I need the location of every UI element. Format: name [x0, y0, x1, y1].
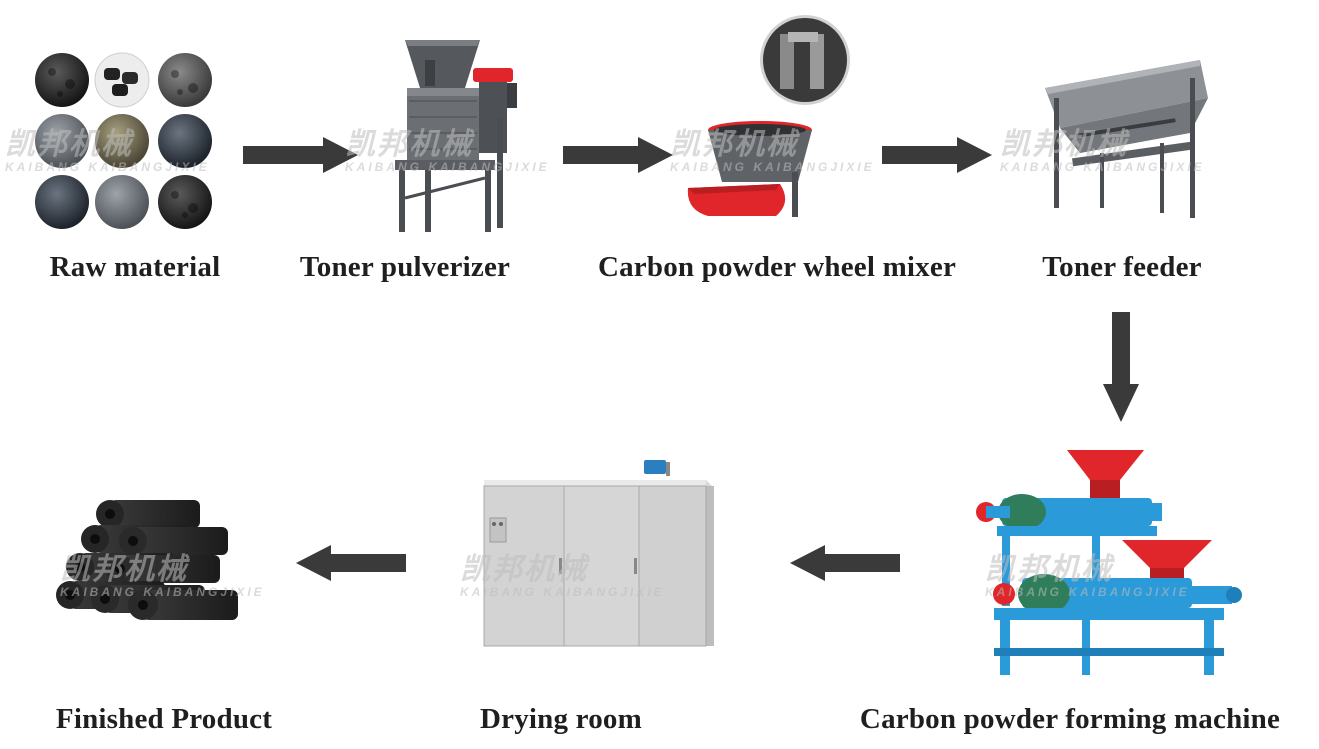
raw-material-image	[35, 52, 212, 229]
step-label-drying-room: Drying room	[480, 703, 642, 735]
arrow-drying-to-finished	[296, 545, 406, 581]
arrow-pulverizer-to-mixer	[563, 137, 673, 173]
step-label-toner-pulverizer: Toner pulverizer	[299, 251, 511, 283]
arrow-raw-to-pulverizer	[243, 137, 358, 173]
toner-pulverizer-image	[395, 40, 517, 232]
step-label-carbon-powder-wheel-mixer: Carbon powder wheel mixer	[597, 251, 957, 283]
step-label-carbon-powder-forming-machine: Carbon powder forming machine	[859, 703, 1281, 735]
arrow-mixer-to-feeder	[882, 137, 992, 173]
step-label-toner-feeder: Toner feeder	[1042, 251, 1202, 283]
toner-feeder-image	[1045, 60, 1208, 218]
drying-room-image	[483, 460, 714, 647]
step-label-finished-product: Finished Product	[55, 703, 273, 735]
carbon-powder-forming-machine-image	[976, 450, 1242, 675]
arrow-feeder-to-forming	[1103, 312, 1139, 422]
step-label-raw-material: Raw material	[49, 251, 221, 283]
finished-product-image	[56, 500, 238, 620]
carbon-powder-wheel-mixer-image	[687, 15, 850, 217]
arrow-forming-to-drying	[790, 545, 900, 581]
